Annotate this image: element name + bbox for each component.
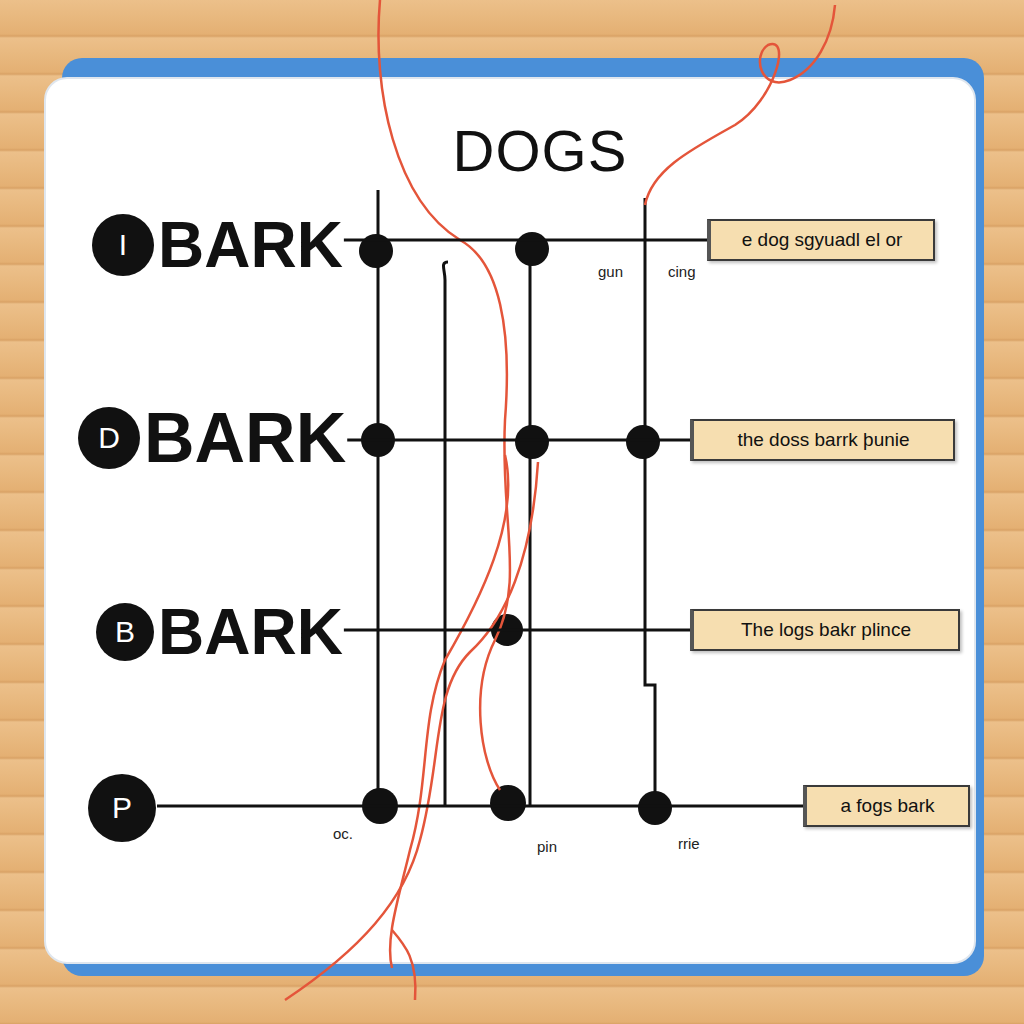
caption-box: The logs bakr plince: [690, 609, 960, 651]
caption-box: e dog sgyuadl el or: [707, 219, 935, 261]
box-text: e dog sgyuadl el or: [742, 229, 903, 251]
letter-row-node: IBARK: [92, 213, 343, 277]
connector-line: [157, 805, 803, 808]
letter-circle: D: [78, 407, 140, 469]
box-text: the doss barrk þunie: [737, 429, 909, 451]
junction-dots: [359, 232, 672, 825]
caption-box: the doss barrk þunie: [690, 419, 955, 461]
letter-row-node: BBARK: [96, 600, 343, 664]
letter-row-node: P: [88, 774, 156, 842]
connector-line: [344, 629, 690, 632]
grid-lines: [378, 190, 655, 808]
letter-circle: B: [96, 603, 154, 661]
small-note: gun: [598, 263, 623, 280]
box-text: The logs bakr plince: [741, 619, 911, 641]
white-card: [45, 78, 975, 963]
diagram-title: DOGS: [453, 117, 628, 184]
connector-line: [347, 439, 690, 442]
letter-circle: P: [88, 774, 156, 842]
connector-line: [344, 239, 707, 242]
small-note: rrie: [678, 835, 700, 852]
small-note: oc.: [333, 825, 353, 842]
red-strings: [285, 0, 835, 1000]
small-note: cing: [668, 263, 696, 280]
small-note: pin: [537, 838, 557, 855]
bark-label: BARK: [158, 213, 343, 277]
letter-circle: I: [92, 214, 154, 276]
bark-label: BARK: [144, 403, 346, 473]
caption-box: a fogs bark: [803, 785, 970, 827]
letter-row-node: DBARK: [78, 403, 346, 473]
box-text: a fogs bark: [841, 795, 935, 817]
bark-label: BARK: [158, 600, 343, 664]
